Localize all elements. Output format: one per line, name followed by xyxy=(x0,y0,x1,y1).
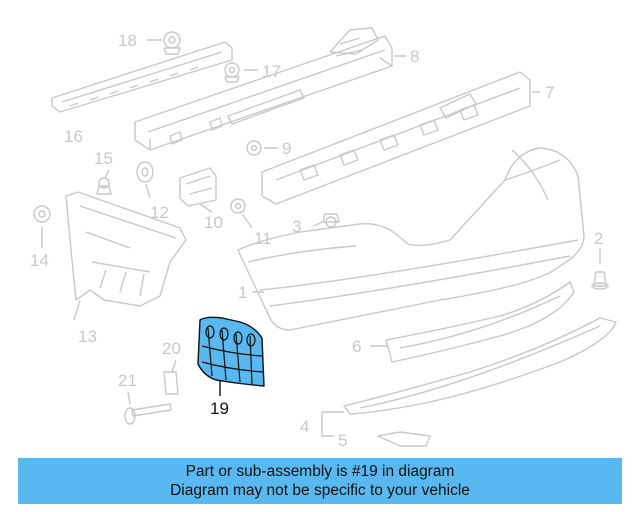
part-21-bolt xyxy=(124,403,172,425)
callout-10: 10 xyxy=(204,213,223,232)
callout-17: 17 xyxy=(262,62,281,81)
part-3-clip xyxy=(322,213,340,228)
part-11-clip xyxy=(230,198,246,214)
part-8-impact-bar xyxy=(134,27,393,151)
callout-18: 18 xyxy=(118,31,137,50)
callout-20: 20 xyxy=(162,339,181,358)
callout-3: 3 xyxy=(292,217,301,236)
parts-diagram: 18 17 8 7 16 9 15 12 10 11 3 2 14 1 13 6… xyxy=(30,27,617,450)
callout-16: 16 xyxy=(64,127,83,146)
callout-4: 4 xyxy=(300,417,309,436)
callout-12: 12 xyxy=(150,203,169,222)
callout-7: 7 xyxy=(545,83,554,102)
part-1-bumper-cover xyxy=(237,147,585,331)
part-18-clip xyxy=(163,31,181,55)
part-12-nut xyxy=(136,161,154,183)
part-14-clip xyxy=(33,205,51,223)
part-5-bracket xyxy=(377,431,431,447)
part-10-bracket xyxy=(179,167,217,207)
callout-13: 13 xyxy=(78,327,97,346)
part-15-clip xyxy=(96,177,112,195)
callout-2: 2 xyxy=(594,229,603,248)
part-4-lower-valance xyxy=(343,317,617,415)
part-19-splash-shield xyxy=(197,316,265,387)
part-6-trim-strip xyxy=(385,281,575,363)
part-20-clip xyxy=(163,371,179,395)
banner-line-2: Diagram may not be specific to your vehi… xyxy=(170,482,470,499)
part-13-side-bracket xyxy=(65,191,187,307)
part-7-absorber xyxy=(261,71,531,205)
callout-8: 8 xyxy=(410,47,419,66)
callout-19: 19 xyxy=(210,399,229,418)
callout-11: 11 xyxy=(254,229,272,248)
callout-6: 6 xyxy=(352,337,361,356)
info-banner: Part or sub-assembly is #19 in diagram D… xyxy=(18,458,622,504)
callout-15: 15 xyxy=(94,149,113,168)
part-17-clip xyxy=(224,62,240,83)
callout-9: 9 xyxy=(282,139,291,158)
callout-1: 1 xyxy=(238,283,247,302)
part-16-rail-bracket xyxy=(51,41,233,113)
callout-14: 14 xyxy=(30,251,49,270)
part-9-clip xyxy=(246,140,262,156)
callout-21: 21 xyxy=(118,371,137,390)
banner-line-1: Part or sub-assembly is #19 in diagram xyxy=(185,463,455,480)
callout-5: 5 xyxy=(338,431,347,450)
part-2-pin xyxy=(591,271,609,290)
